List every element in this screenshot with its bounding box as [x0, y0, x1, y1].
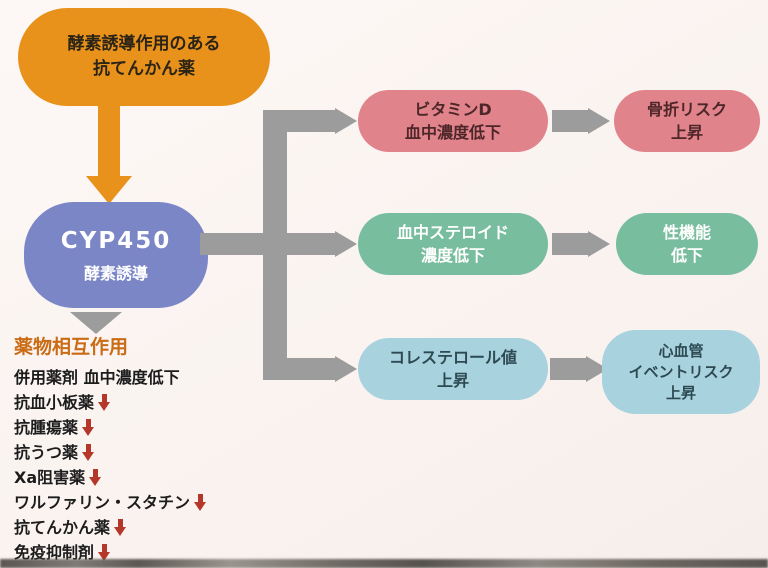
- outcome-box-sexual-function: 性機能 低下: [616, 213, 758, 275]
- red-down-arrow-icon: [98, 544, 111, 561]
- interaction-item-warfarin-statin: ワルファリン・スタチン: [14, 490, 364, 515]
- source-drug-box: 酵素誘導作用のある 抗てんかん薬: [18, 8, 270, 106]
- effect-box-vitamin-d: ビタミンD 血中濃度低下: [358, 90, 548, 152]
- outcome-cardiovascular-line1: 心血管: [658, 341, 704, 360]
- interaction-item-label: ワルファリン・スタチン: [14, 493, 191, 512]
- effect-cholesterol-line2: 上昇: [436, 371, 469, 390]
- gray-arrow-row3-bar: [550, 358, 586, 380]
- outcome-fracture-line1: 骨折リスク: [646, 99, 727, 119]
- gray-arrow-row2-bar: [552, 233, 588, 255]
- cyp450-box: CYP450 酵素誘導: [24, 202, 208, 308]
- interaction-item-immunosuppressant: 免疫抑制剤: [14, 540, 364, 565]
- interaction-item-label: 抗てんかん薬: [14, 518, 111, 537]
- gray-arrow-row1-head-icon: [588, 108, 610, 134]
- orange-down-arrow-head: [86, 176, 132, 204]
- outcome-cardiovascular-line2: イベントリスク: [628, 362, 734, 381]
- interaction-list-header: 薬物相互作用: [14, 336, 129, 358]
- source-drug-line1: 酵素誘導作用のある: [67, 34, 221, 55]
- outcome-box-cardiovascular: 心血管 イベントリスク 上昇: [602, 330, 760, 414]
- interaction-item-label: 免疫抑制剤: [14, 543, 95, 562]
- gray-arrow-row1-bar: [552, 110, 588, 132]
- outcome-box-fracture: 骨折リスク 上昇: [614, 90, 760, 152]
- effect-vitamin-d-line1: ビタミンD: [414, 99, 492, 119]
- red-down-arrow-icon: [98, 394, 111, 411]
- gray-down-arrow-icon: [70, 312, 122, 334]
- outcome-sexual-function-line1: 性機能: [662, 222, 711, 242]
- effect-steroid-line1: 血中ステロイド: [396, 222, 509, 242]
- effect-cholesterol-line1: コレステロール値: [388, 347, 517, 367]
- gray-arrow-row2-head-icon: [588, 231, 610, 257]
- gray-arrow-bottom-bar: [263, 358, 335, 380]
- effect-steroid-line2: 濃度低下: [420, 246, 485, 265]
- orange-down-arrow-stem: [98, 106, 120, 178]
- red-down-arrow-icon: [82, 419, 95, 436]
- red-down-arrow-icon: [82, 444, 95, 461]
- interaction-item-label: 抗腫瘍薬: [14, 418, 79, 437]
- interaction-item-label: 抗うつ薬: [14, 443, 79, 462]
- red-down-arrow-icon: [114, 519, 127, 536]
- outcome-fracture-line2: 上昇: [670, 123, 703, 142]
- interaction-item-antiplatelet: 抗血小板薬: [14, 390, 364, 415]
- cyp450-sublabel: 酵素誘導: [83, 264, 148, 284]
- source-drug-line2: 抗てんかん薬: [93, 59, 195, 79]
- effect-vitamin-d-line2: 血中濃度低下: [404, 123, 501, 142]
- gray-arrow-top-bar: [263, 110, 335, 132]
- interaction-item-label: 抗血小板薬: [14, 393, 95, 412]
- interaction-list: 薬物相互作用 併用薬剤 血中濃度低下 抗血小板薬 抗腫瘍薬 抗うつ薬 Xa阻害薬…: [14, 332, 364, 565]
- gray-arrow-middle-head-icon: [335, 231, 357, 257]
- interaction-item-label: Xa阻害薬: [14, 468, 86, 487]
- outcome-sexual-function-line2: 低下: [670, 246, 703, 265]
- red-down-arrow-icon: [89, 469, 102, 486]
- interaction-item-antiepileptic: 抗てんかん薬: [14, 515, 364, 540]
- gray-arrow-top-head-icon: [335, 108, 357, 134]
- red-down-arrow-icon: [194, 494, 207, 511]
- effect-box-steroid: 血中ステロイド 濃度低下: [358, 213, 548, 275]
- orange-down-arrow-icon: [86, 106, 132, 204]
- interaction-item-xa-inhibitor: Xa阻害薬: [14, 465, 364, 490]
- interaction-item-antidepressant: 抗うつ薬: [14, 440, 364, 465]
- scan-edge-artifact: [0, 559, 768, 568]
- effect-box-cholesterol: コレステロール値 上昇: [358, 338, 548, 400]
- outcome-cardiovascular-line3: 上昇: [665, 383, 696, 402]
- interaction-list-subheader: 併用薬剤 血中濃度低下: [14, 368, 180, 387]
- gray-arrow-middle-bar: [200, 233, 335, 255]
- gray-arrow-bottom-head-icon: [335, 356, 357, 382]
- interaction-item-antitumor: 抗腫瘍薬: [14, 415, 364, 440]
- cyp450-label: CYP450: [60, 227, 172, 254]
